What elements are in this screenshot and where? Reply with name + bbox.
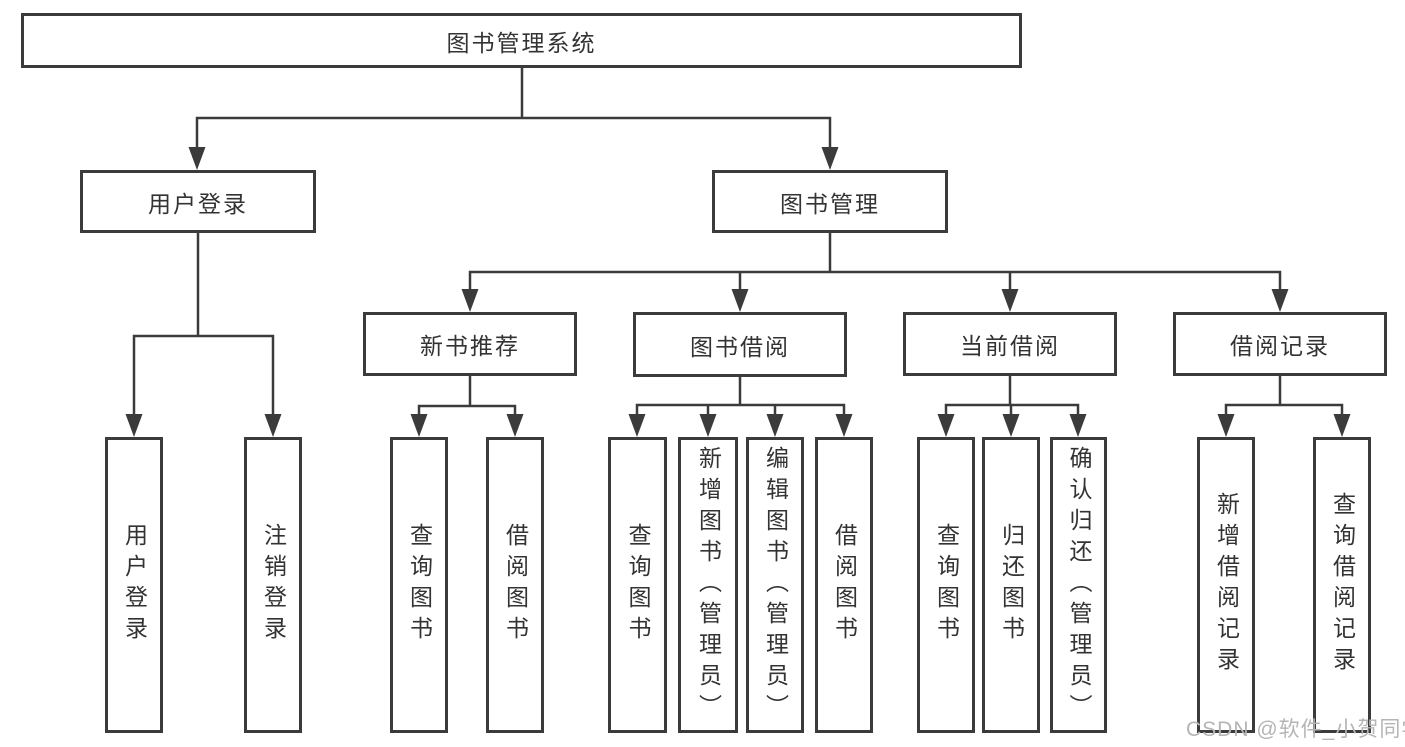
leaf-user-login: 用户登录	[105, 437, 163, 733]
leaf-borrow-books-borrowing: 借阅图书	[815, 437, 873, 733]
leaf-logout: 注销登录	[244, 437, 302, 733]
leaf-label: 新增图书（管理员）	[695, 445, 722, 725]
node-book-borrowing: 图书借阅	[633, 312, 847, 377]
node-label: 图书管理系统	[446, 29, 597, 56]
connector-borrowing-to-leaves	[635, 377, 846, 414]
leaf-label: 确认归还（管理员）	[1066, 445, 1092, 725]
connector-records-to-leaves	[1224, 376, 1344, 414]
node-user-login: 用户登录	[80, 170, 316, 233]
connector-current-to-leaves	[944, 376, 1080, 414]
node-label: 用户登录	[148, 190, 248, 217]
leaf-label: 查询图书	[933, 523, 960, 647]
node-borrowing-records: 借阅记录	[1173, 312, 1387, 376]
node-label: 图书借阅	[690, 333, 790, 360]
csdn-watermark: CSDN @软件_小贺同学	[1186, 718, 1405, 741]
leaf-return-books: 归还图书	[982, 437, 1040, 733]
leaf-edit-books-admin: 编辑图书（管理员）	[746, 437, 804, 733]
leaf-label: 借阅图书	[831, 523, 858, 647]
leaf-label: 查询图书	[406, 523, 433, 647]
node-new-book-recommendation: 新书推荐	[363, 312, 577, 376]
leaf-query-books-current: 查询图书	[917, 437, 975, 733]
node-book-management: 图书管理	[712, 170, 948, 233]
leaf-query-borrow-record: 查询借阅记录	[1313, 437, 1371, 733]
leaf-label: 用户登录	[121, 523, 148, 647]
leaf-add-borrow-record: 新增借阅记录	[1197, 437, 1255, 733]
leaf-label: 注销登录	[260, 523, 287, 647]
connector-mgmt-to-l3	[468, 233, 1282, 289]
node-label: 新书推荐	[420, 333, 520, 359]
node-label: 当前借阅	[960, 333, 1060, 359]
leaf-label: 归还图书	[998, 523, 1025, 647]
leaf-query-books-borrowing: 查询图书	[608, 437, 667, 733]
leaf-label: 借阅图书	[502, 523, 529, 647]
leaf-label: 查询图书	[625, 523, 651, 647]
connector-login-to-leaves	[132, 233, 275, 414]
leaf-label: 编辑图书（管理员）	[762, 445, 789, 725]
node-root: 图书管理系统	[21, 13, 1022, 68]
leaf-label: 查询借阅记录	[1329, 492, 1356, 678]
leaf-confirm-return-admin: 确认归还（管理员）	[1050, 437, 1107, 733]
leaf-add-books-admin: 新增图书（管理员）	[678, 437, 738, 733]
leaf-borrow-books-recommend: 借阅图书	[486, 437, 544, 733]
leaf-query-books-recommend: 查询图书	[390, 437, 448, 733]
node-current-borrowing: 当前借阅	[903, 312, 1117, 376]
leaf-label: 新增借阅记录	[1213, 492, 1240, 678]
connector-newbook-to-leaves	[417, 376, 517, 414]
connector-root-to-l2	[195, 68, 832, 147]
arrowheads	[125, 147, 1351, 437]
node-label: 借阅记录	[1230, 333, 1330, 359]
node-label: 图书管理	[780, 190, 880, 217]
